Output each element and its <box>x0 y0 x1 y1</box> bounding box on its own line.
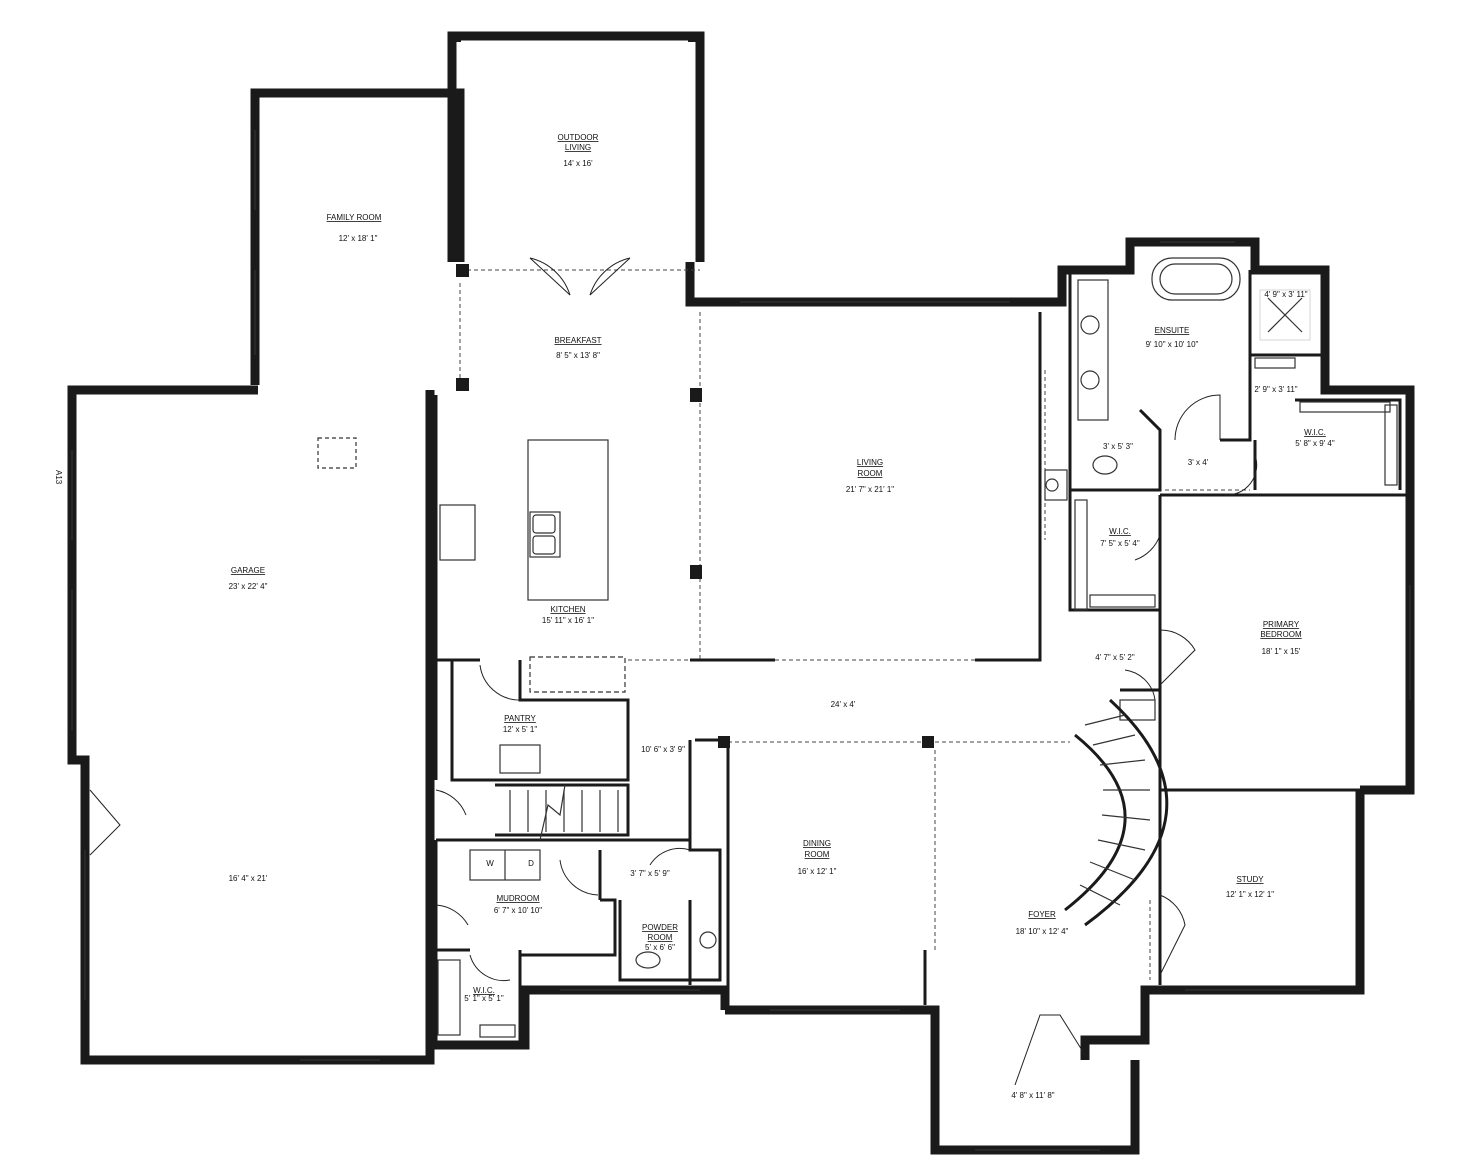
wic-ensuite-name: W.I.C. <box>1304 428 1326 437</box>
powder-room-name-2: ROOM <box>648 933 673 942</box>
dining-room-name-2: ROOM <box>805 850 830 859</box>
shower-size: 4' 9" x 3' 11" <box>1264 290 1307 299</box>
washer-label: W <box>486 859 494 868</box>
mudroom-name: MUDROOM <box>496 894 539 903</box>
openings <box>459 269 1250 980</box>
living-room-name-1: LIVING <box>857 458 883 467</box>
hall-size: 24' x 4' <box>831 700 856 709</box>
mud-closet-size: 3' 7" x 5' 9" <box>630 869 670 878</box>
ensuite-hall-size: 3' x 4' <box>1188 458 1209 467</box>
mud-wic-size: 5' 1" x 5' 1" <box>464 994 504 1003</box>
stair-closet-size: 10' 6" x 3' 9" <box>641 745 685 754</box>
family-room-size: 12' x 18' 1" <box>339 234 378 243</box>
kitchen-fixtures <box>317 437 626 774</box>
dryer-label: D <box>528 859 534 868</box>
closet-rods <box>437 357 1398 1038</box>
primary-bedroom-size: 18' 1" x 15' <box>1262 647 1301 656</box>
powder-room-name-1: POWDER <box>642 923 678 932</box>
windows <box>71 130 1411 1151</box>
breakfast-size: 8' 5" x 13' 8" <box>556 351 600 360</box>
garage-size-2: 16' 4" x 21' <box>229 874 268 883</box>
pantry-name: PANTRY <box>504 714 536 723</box>
dining-room-name-1: DINING <box>803 839 831 848</box>
ensuite-fixtures <box>469 257 1311 969</box>
living-room-size: 21' 7" x 21' 1" <box>846 485 894 494</box>
wic-primary-size: 7' 5" x 5' 4" <box>1100 539 1140 548</box>
primary-bedroom-name-1: PRIMARY <box>1263 620 1300 629</box>
garage-name: GARAGE <box>231 566 265 575</box>
ensuite-name: ENSUITE <box>1155 326 1190 335</box>
mudroom-size: 6' 7" x 10' 10" <box>494 906 542 915</box>
wic-primary-name: W.I.C. <box>1109 527 1131 536</box>
wic-ensuite-size-2: 2' 9" x 3' 11" <box>1254 385 1297 394</box>
garage-size: 23' x 22' 4" <box>229 582 268 591</box>
foyer-size: 18' 10" x 12' 4" <box>1016 927 1069 936</box>
bed-hall-size: 4' 7" x 5' 2" <box>1095 653 1135 662</box>
outdoor-living-size: 14' x 16' <box>563 159 593 168</box>
door-swings <box>89 257 1258 1086</box>
outdoor-living-name-2: LIVING <box>565 143 591 152</box>
pantry-size: 12' x 5' 1" <box>503 725 538 734</box>
curved-stair <box>509 698 1169 927</box>
outdoor-living-name-1: OUTDOOR <box>558 133 599 142</box>
study-size: 12' 1" x 12' 1" <box>1226 890 1274 899</box>
ensuite-size: 9' 10" x 10' 10" <box>1146 340 1199 349</box>
family-room-name: FAMILY ROOM <box>327 213 382 222</box>
breakfast-name: BREAKFAST <box>554 336 601 345</box>
columns <box>453 34 934 748</box>
porch-size: 4' 8" x 11' 8" <box>1011 1091 1054 1100</box>
kitchen-size: 15' 11" x 16' 1" <box>542 616 594 625</box>
primary-bedroom-name-2: BEDROOM <box>1260 630 1302 639</box>
wic-ensuite-size: 5' 8" x 9' 4" <box>1295 439 1335 448</box>
mud-wic-name: W.I.C. <box>473 986 495 995</box>
dining-room-size: 16' x 12' 1" <box>798 867 837 876</box>
foyer-name: FOYER <box>1028 910 1056 919</box>
exterior-walls <box>67 31 1415 1155</box>
living-room-name-2: ROOM <box>858 469 883 478</box>
kitchen-name: KITCHEN <box>550 605 585 614</box>
room-labels: OUTDOOR LIVING 14' x 16' FAMILY ROOM 12'… <box>54 133 1335 1100</box>
wc-size: 3' x 5' 3" <box>1103 442 1133 451</box>
study-name: STUDY <box>1236 875 1264 884</box>
interior-walls <box>434 270 1410 1045</box>
powder-room-size: 5' x 6' 6" <box>645 943 675 952</box>
section-marker: A13 <box>54 470 63 485</box>
